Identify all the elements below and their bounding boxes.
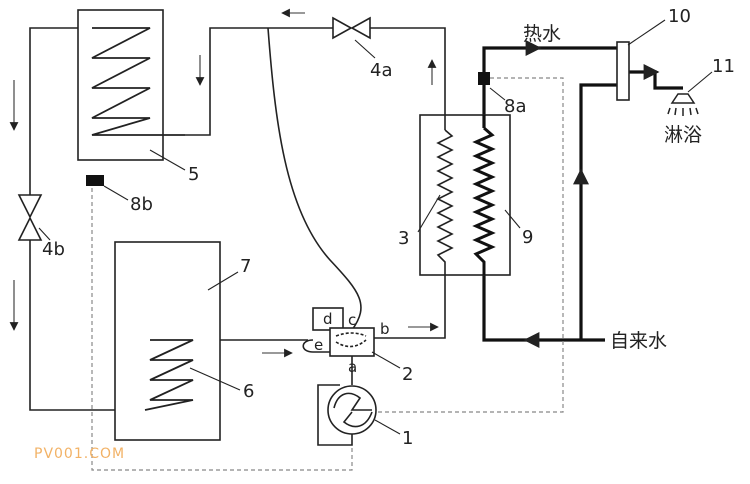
upper-coil-unit — [77, 9, 185, 161]
pipe-mixer-to-shower — [629, 70, 683, 90]
label-upper-coil: 5 — [188, 164, 199, 185]
port-a: a — [348, 358, 357, 376]
pipe-left-upper — [29, 27, 78, 195]
port-b: b — [380, 320, 390, 338]
dash-sensor-8b — [91, 188, 353, 471]
mixing-valve — [616, 41, 630, 101]
port-e: e — [314, 336, 323, 354]
leader-4a — [354, 39, 376, 59]
label-mixing-valve: 10 — [668, 6, 691, 27]
label-sensor-8a: 8a — [504, 96, 526, 117]
dash-sensor-8a — [370, 77, 564, 413]
leader-5 — [149, 149, 186, 171]
pipe-hot-water — [482, 46, 617, 115]
leader-4b — [38, 227, 51, 241]
water-flow-arrows — [520, 40, 660, 348]
sensor-8b-block — [86, 175, 104, 186]
label-shower-head: 11 — [712, 56, 735, 77]
pipe-top-left — [185, 27, 333, 136]
water-tank — [114, 241, 221, 441]
leader-3 — [417, 194, 441, 233]
label-housing-9: 9 — [522, 227, 533, 248]
coil-zigzag-5 — [91, 27, 185, 136]
leader-11 — [687, 71, 713, 93]
plate-heat-exchanger — [419, 114, 511, 276]
label-lower-coil: 6 — [243, 381, 254, 402]
water-piping — [482, 46, 683, 342]
leader-1 — [374, 419, 401, 435]
label-compressor: 1 — [402, 428, 413, 449]
pipe-suction-curve — [267, 27, 362, 331]
text-tap-water: 自来水 — [610, 330, 667, 352]
leader-10 — [627, 19, 666, 46]
label-water-tank: 7 — [240, 256, 251, 277]
label-valve-4a: 4a — [370, 60, 392, 81]
sensor-8a-block — [478, 72, 490, 85]
pipe-cold-to-mixer — [579, 83, 617, 340]
pipe-compressor-return — [317, 384, 353, 446]
leader-lines — [38, 19, 713, 435]
watermark-text: PV001.COM — [34, 446, 125, 462]
water-zigzag-3 — [472, 126, 496, 275]
pipe-top-right — [370, 27, 446, 115]
leader-2 — [371, 351, 401, 369]
pipe-left-lower — [29, 240, 145, 411]
text-hot-water: 热水 — [523, 23, 561, 45]
port-c: c — [348, 311, 356, 329]
leader-6 — [189, 367, 241, 391]
leader-8b — [103, 185, 129, 201]
label-four-way-valve: 2 — [402, 364, 413, 385]
coil-zigzag-6 — [144, 339, 194, 411]
label-valve-4b: 4b — [42, 239, 65, 260]
pipe-exchanger-to-valve — [374, 275, 446, 339]
port-d: d — [323, 310, 333, 328]
expansion-valve-4a — [332, 16, 371, 40]
label-sensor-8b: 8b — [130, 194, 153, 215]
shower-head — [667, 93, 699, 116]
leader-8a — [489, 87, 506, 101]
pipe-tap-water — [482, 275, 605, 342]
compressor — [327, 385, 377, 435]
leader-9 — [504, 209, 521, 229]
flow-arrows — [9, 8, 439, 358]
text-shower: 淋浴 — [664, 124, 702, 146]
leader-7 — [207, 271, 239, 291]
control-dashed-lines — [91, 77, 564, 471]
four-way-valve — [302, 307, 375, 357]
label-exchanger-3: 3 — [398, 228, 409, 249]
expansion-valve-4b — [17, 194, 43, 241]
